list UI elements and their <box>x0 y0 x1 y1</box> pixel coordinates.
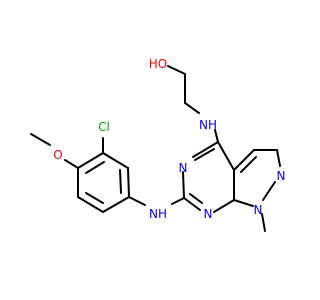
molecule-structure: HO NH N N N N NH Cl O <box>30 57 285 232</box>
bond-ar-1 <box>127 167 130 198</box>
bond-n3-c2 <box>182 171 185 199</box>
bond-n1-c7a <box>213 199 235 213</box>
bond-ar-3 <box>77 152 104 169</box>
bond-nh-c4 <box>214 129 219 143</box>
bond-n1p-methyl <box>261 213 266 232</box>
atom-chlorine: Cl <box>98 120 110 134</box>
bond-ar-5-double <box>85 192 104 204</box>
atom-labels: HO NH N N N N NH Cl O <box>53 57 285 221</box>
bond-c3a-c3-double <box>240 156 257 173</box>
bond-c3a-c3 <box>233 149 255 171</box>
bond-ar-3-double <box>85 161 105 174</box>
atom-amino-bottom: NH <box>149 207 167 221</box>
bond-ar-o <box>64 159 79 169</box>
atom-pyrazole-n2: N <box>277 169 286 183</box>
bond-ar-5 <box>77 196 104 213</box>
bond-o-methyl <box>30 133 51 146</box>
atom-hydroxyl: HO <box>149 57 167 71</box>
bond-ar-2 <box>102 152 129 169</box>
bond-c2-n1 <box>183 197 201 211</box>
bond-ar-1-double <box>119 169 122 194</box>
bond-ar-6 <box>102 196 130 213</box>
atom-pyrazole-n1: N <box>254 203 263 217</box>
bond-nh-ar <box>128 196 146 206</box>
bond-c2p-n2 <box>276 149 281 167</box>
bond-c2-nh <box>171 197 185 205</box>
atom-amino-top: NH <box>199 118 217 132</box>
bond-c-nh <box>184 102 200 114</box>
atom-pyrimidine-n1: N <box>204 207 213 221</box>
bonds <box>30 65 281 232</box>
bond-c2-n1-double <box>189 193 203 204</box>
bond-n2-n1p <box>262 181 276 201</box>
bond-c4-n3-double <box>194 148 215 161</box>
bond-c4-n3 <box>192 141 219 158</box>
bond-c3a-c4 <box>217 141 235 171</box>
bond-n1p-c7a <box>233 199 254 207</box>
atom-methoxy-oxygen: O <box>53 148 62 162</box>
bond-o-c <box>167 65 186 75</box>
atom-pyrimidine-n3: N <box>179 161 188 175</box>
